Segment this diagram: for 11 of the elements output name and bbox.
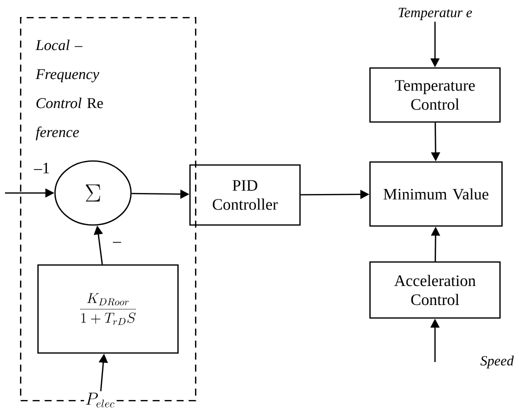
summing-junction: $\Sigma$ <box>54 160 132 226</box>
input-label: Temperatur e <box>398 8 472 20</box>
block-box: Temperature Control <box>369 67 501 123</box>
transfer-function-box: $\frac{K_{DRoor}}{1+T_{rD}S}$ <box>37 264 179 354</box>
input-label: $P_{elec}$ <box>84 392 116 408</box>
block-box: PID Controller <box>189 164 301 226</box>
input-label: Speed <box>480 356 514 368</box>
block-box: Minimum Value <box>369 161 503 227</box>
sign-label: – <box>112 242 122 243</box>
block-box: Acceleration Control <box>369 261 501 319</box>
reference-text: Local – Frequency Control Re ference <box>35 40 103 140</box>
